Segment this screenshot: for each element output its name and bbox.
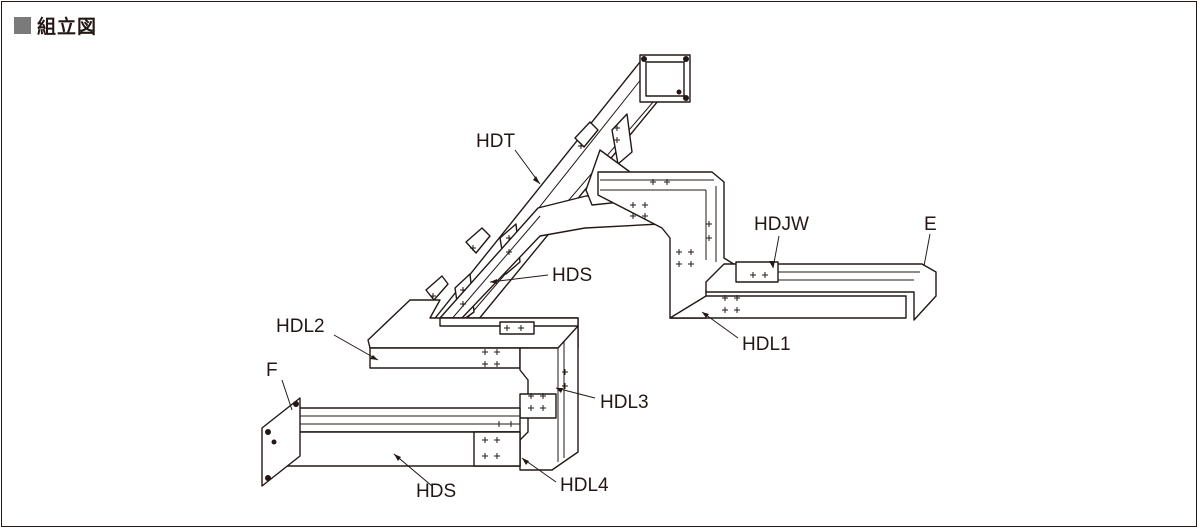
bolt-marks	[430, 125, 768, 459]
label-hdl3: HDL3	[600, 392, 649, 413]
tray-hdl3	[519, 325, 579, 471]
leader-lines	[281, 149, 931, 487]
tray-hdl1	[597, 171, 907, 319]
flange-f	[261, 397, 301, 487]
label-hdl2: HDL2	[276, 316, 325, 337]
section-heading: 組立図	[14, 14, 98, 38]
label-hdt: HDT	[476, 131, 515, 152]
label-hdl4: HDL4	[560, 475, 609, 496]
tray-hdjw-e	[705, 261, 937, 321]
label-f: F	[266, 360, 278, 381]
label-hdjw: HDJW	[754, 214, 809, 235]
square-marker-icon	[14, 16, 31, 34]
label-hdl1: HDL1	[742, 334, 791, 355]
tray-hdl2	[367, 299, 579, 369]
label-hds-lower: HDS	[416, 481, 456, 502]
label-hds-upper: HDS	[552, 265, 592, 286]
section-title: 組立図	[37, 15, 98, 38]
label-e: E	[924, 214, 937, 235]
